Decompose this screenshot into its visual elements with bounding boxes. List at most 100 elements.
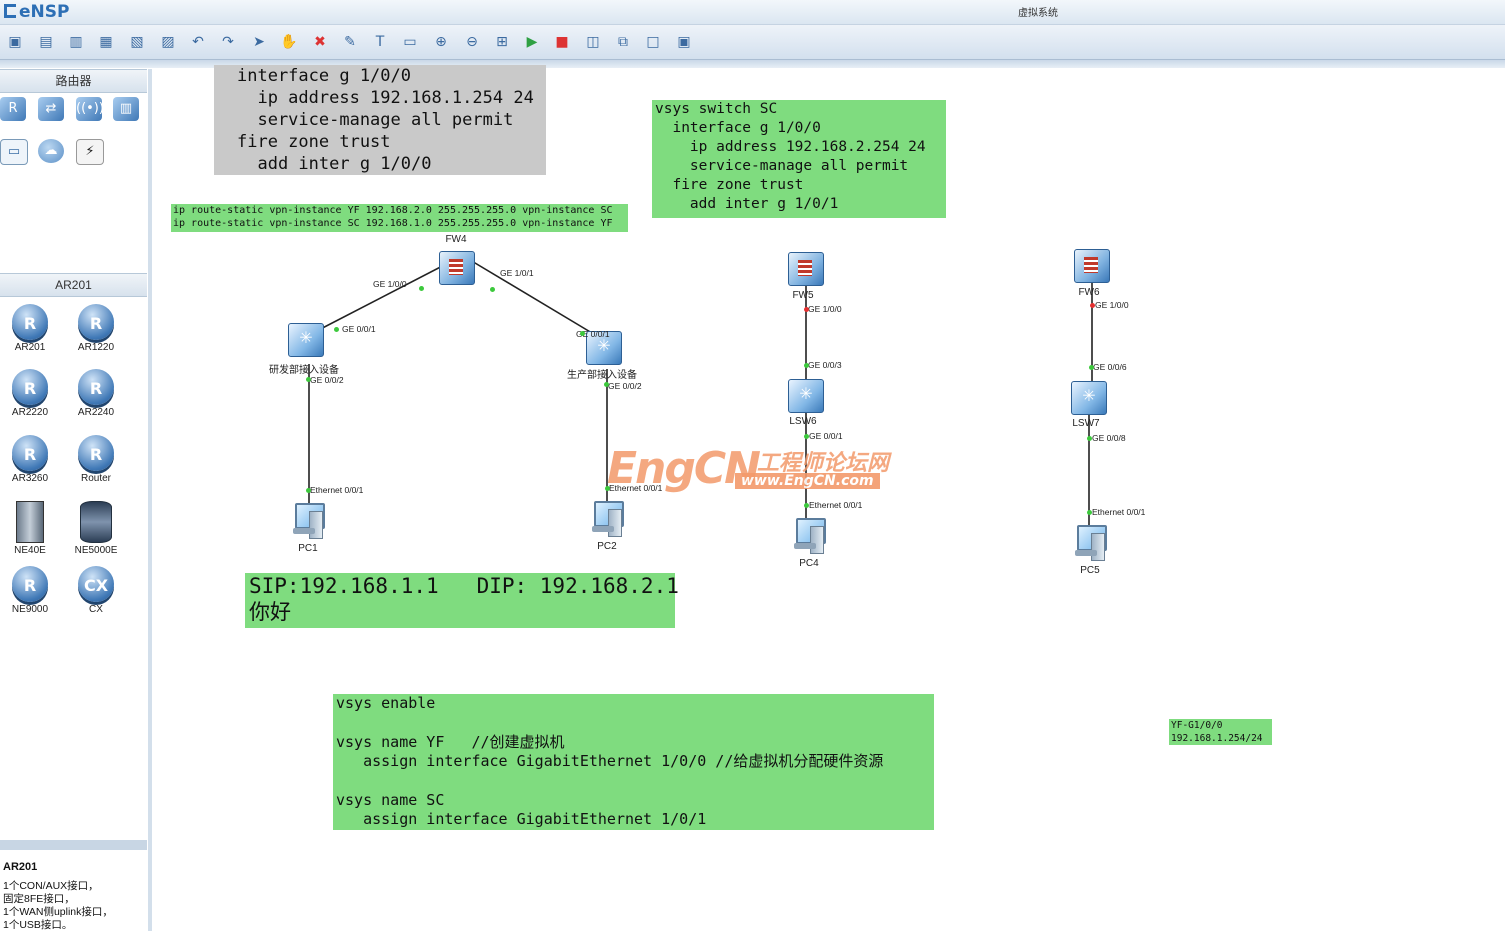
device-group-header[interactable]: AR201 — [0, 273, 147, 297]
router-icon: R — [12, 435, 48, 471]
capture-icon[interactable]: ◫ — [586, 34, 600, 50]
device-label: PC1 — [298, 543, 318, 554]
cx-router-icon: CX — [78, 566, 114, 602]
save-as-icon[interactable]: ▧ — [130, 34, 144, 50]
device-info-line: 1个WAN侧uplink接口， — [3, 906, 113, 918]
device-item-label: AR3260 — [11, 473, 49, 484]
device-label: LSW7 — [1072, 418, 1100, 429]
zoom-in-icon[interactable]: ⊕ — [435, 34, 447, 50]
switch-icon — [1071, 381, 1107, 415]
palette-icon[interactable]: □ — [646, 34, 660, 50]
device-pc1[interactable]: PC1 — [288, 503, 328, 554]
link-fw4-prod[interactable] — [469, 259, 603, 340]
port-label: GE 1/0/0 — [373, 279, 407, 289]
device-lsw7[interactable]: LSW7 — [1071, 381, 1111, 429]
router-icon: R — [12, 369, 48, 405]
panel-divider[interactable] — [0, 840, 147, 850]
device-rd-switch[interactable] — [288, 323, 328, 357]
delete-link-icon[interactable]: ✎ — [344, 34, 356, 50]
device-item-label: NE5000E — [74, 545, 118, 556]
watermark: EngCN 工程师论坛网 www.EngCN.com — [607, 443, 889, 494]
switch-icon — [288, 323, 324, 357]
device-label: FW4 — [445, 234, 467, 245]
pc-icon — [792, 518, 826, 554]
start-icon[interactable]: ▶ — [526, 34, 538, 50]
port-label: Ethernet 0/0/1 — [609, 483, 663, 493]
stop-icon[interactable]: ■ — [555, 34, 569, 50]
sip-dip-note[interactable]: SIP:192.168.1.1 DIP: 192.168.2.1 你好 — [245, 573, 679, 628]
pan-hand-icon[interactable]: ✋ — [280, 34, 298, 50]
link-fw4-rd[interactable] — [306, 259, 455, 337]
device-pc2[interactable]: PC2 — [587, 501, 627, 552]
fit-icon[interactable]: ⊞ — [496, 34, 508, 50]
save-icon[interactable]: ▦ — [99, 34, 113, 50]
switch-icon — [586, 331, 622, 365]
device-label: FW6 — [1078, 287, 1100, 298]
topology-icon[interactable]: ⧉ — [618, 34, 628, 50]
device-label: PC2 — [597, 541, 617, 552]
device-lsw6[interactable]: LSW6 — [788, 379, 828, 427]
firewall-category-icon[interactable]: ▥ — [113, 97, 139, 121]
port-indicator — [605, 486, 610, 491]
device-label: PC4 — [799, 558, 819, 569]
port-indicator — [1090, 303, 1095, 308]
device-fw5[interactable]: FW5 — [788, 252, 828, 301]
pc-category-icon[interactable]: ▭ — [0, 139, 28, 165]
select-icon[interactable]: ➤ — [253, 34, 265, 50]
cloud-category-icon[interactable]: ☁ — [38, 139, 64, 163]
port-label: GE 0/0/2 — [310, 375, 344, 385]
wireless-category-icon[interactable]: ((•)) — [76, 97, 104, 121]
config-note-sc[interactable]: vsys switch SC interface g 1/0/0 ip addr… — [652, 100, 946, 218]
chassis-icon — [80, 501, 112, 543]
zoom-out-icon[interactable]: ⊖ — [466, 34, 478, 50]
config-note-gray[interactable]: interface g 1/0/0 ip address 192.168.1.2… — [214, 65, 546, 175]
port-label: Ethernet 0/0/1 — [1092, 507, 1146, 517]
router-category-icon[interactable]: R — [0, 97, 26, 121]
text-icon[interactable]: T — [375, 34, 385, 50]
device-pc4[interactable]: PC4 — [789, 518, 829, 569]
device-item-ne5000e[interactable]: NE5000E — [66, 501, 126, 556]
device-prod-switch[interactable] — [586, 331, 626, 365]
device-fw6[interactable]: FW6 — [1074, 249, 1114, 298]
port-indicator — [604, 382, 609, 387]
port-label: GE 0/0/1 — [342, 324, 376, 334]
port-indicator — [580, 331, 585, 336]
undo-icon[interactable]: ↶ — [192, 34, 204, 50]
new-topology-icon[interactable]: ▣ — [8, 34, 22, 50]
device-pc5[interactable]: PC5 — [1070, 525, 1110, 576]
watermark-cn: 工程师论坛网 — [757, 451, 890, 476]
device-item-label: AR201 — [14, 342, 46, 353]
port-label: Ethernet 0/0/1 — [310, 485, 364, 495]
new-lab-icon[interactable]: ▤ — [39, 34, 53, 50]
device-item-label: AR2240 — [77, 407, 115, 418]
port-indicator — [490, 287, 495, 292]
pc-icon — [291, 503, 325, 539]
device-item-ar3260[interactable]: R AR3260 — [0, 435, 60, 484]
topology-canvas[interactable]: interface g 1/0/0 ip address 192.168.1.2… — [152, 65, 1505, 931]
panel-splitter[interactable] — [148, 69, 152, 931]
open-icon[interactable]: ▥ — [69, 34, 83, 50]
window-title: 虚拟系统 — [1018, 8, 1058, 19]
rectangle-icon[interactable]: ▭ — [403, 34, 417, 50]
device-info: AR201 1个CON/AUX接口， 固定8FE接口， 1个WAN侧uplink… — [3, 861, 143, 932]
vsys-config-note[interactable]: vsys enable vsys name YF //创建虚拟机 assign … — [333, 694, 934, 830]
chassis-icon — [16, 501, 44, 543]
delete-icon[interactable]: ✖ — [314, 34, 326, 50]
route-static-note[interactable]: ip route-static vpn-instance YF 192.168.… — [171, 204, 628, 232]
device-category-header[interactable]: 路由器 — [0, 69, 147, 93]
other-devices-category-icon[interactable]: ⚡ — [76, 139, 104, 165]
redo-icon[interactable]: ↷ — [222, 34, 234, 50]
yf-interface-note[interactable]: YF-G1/0/0 192.168.1.254/24 — [1169, 719, 1272, 745]
console-icon[interactable]: ▣ — [677, 34, 691, 50]
print-icon[interactable]: ▨ — [161, 34, 175, 50]
device-item-ne40e[interactable]: NE40E — [0, 501, 60, 556]
switch-category-icon[interactable]: ⇄ — [38, 97, 64, 121]
